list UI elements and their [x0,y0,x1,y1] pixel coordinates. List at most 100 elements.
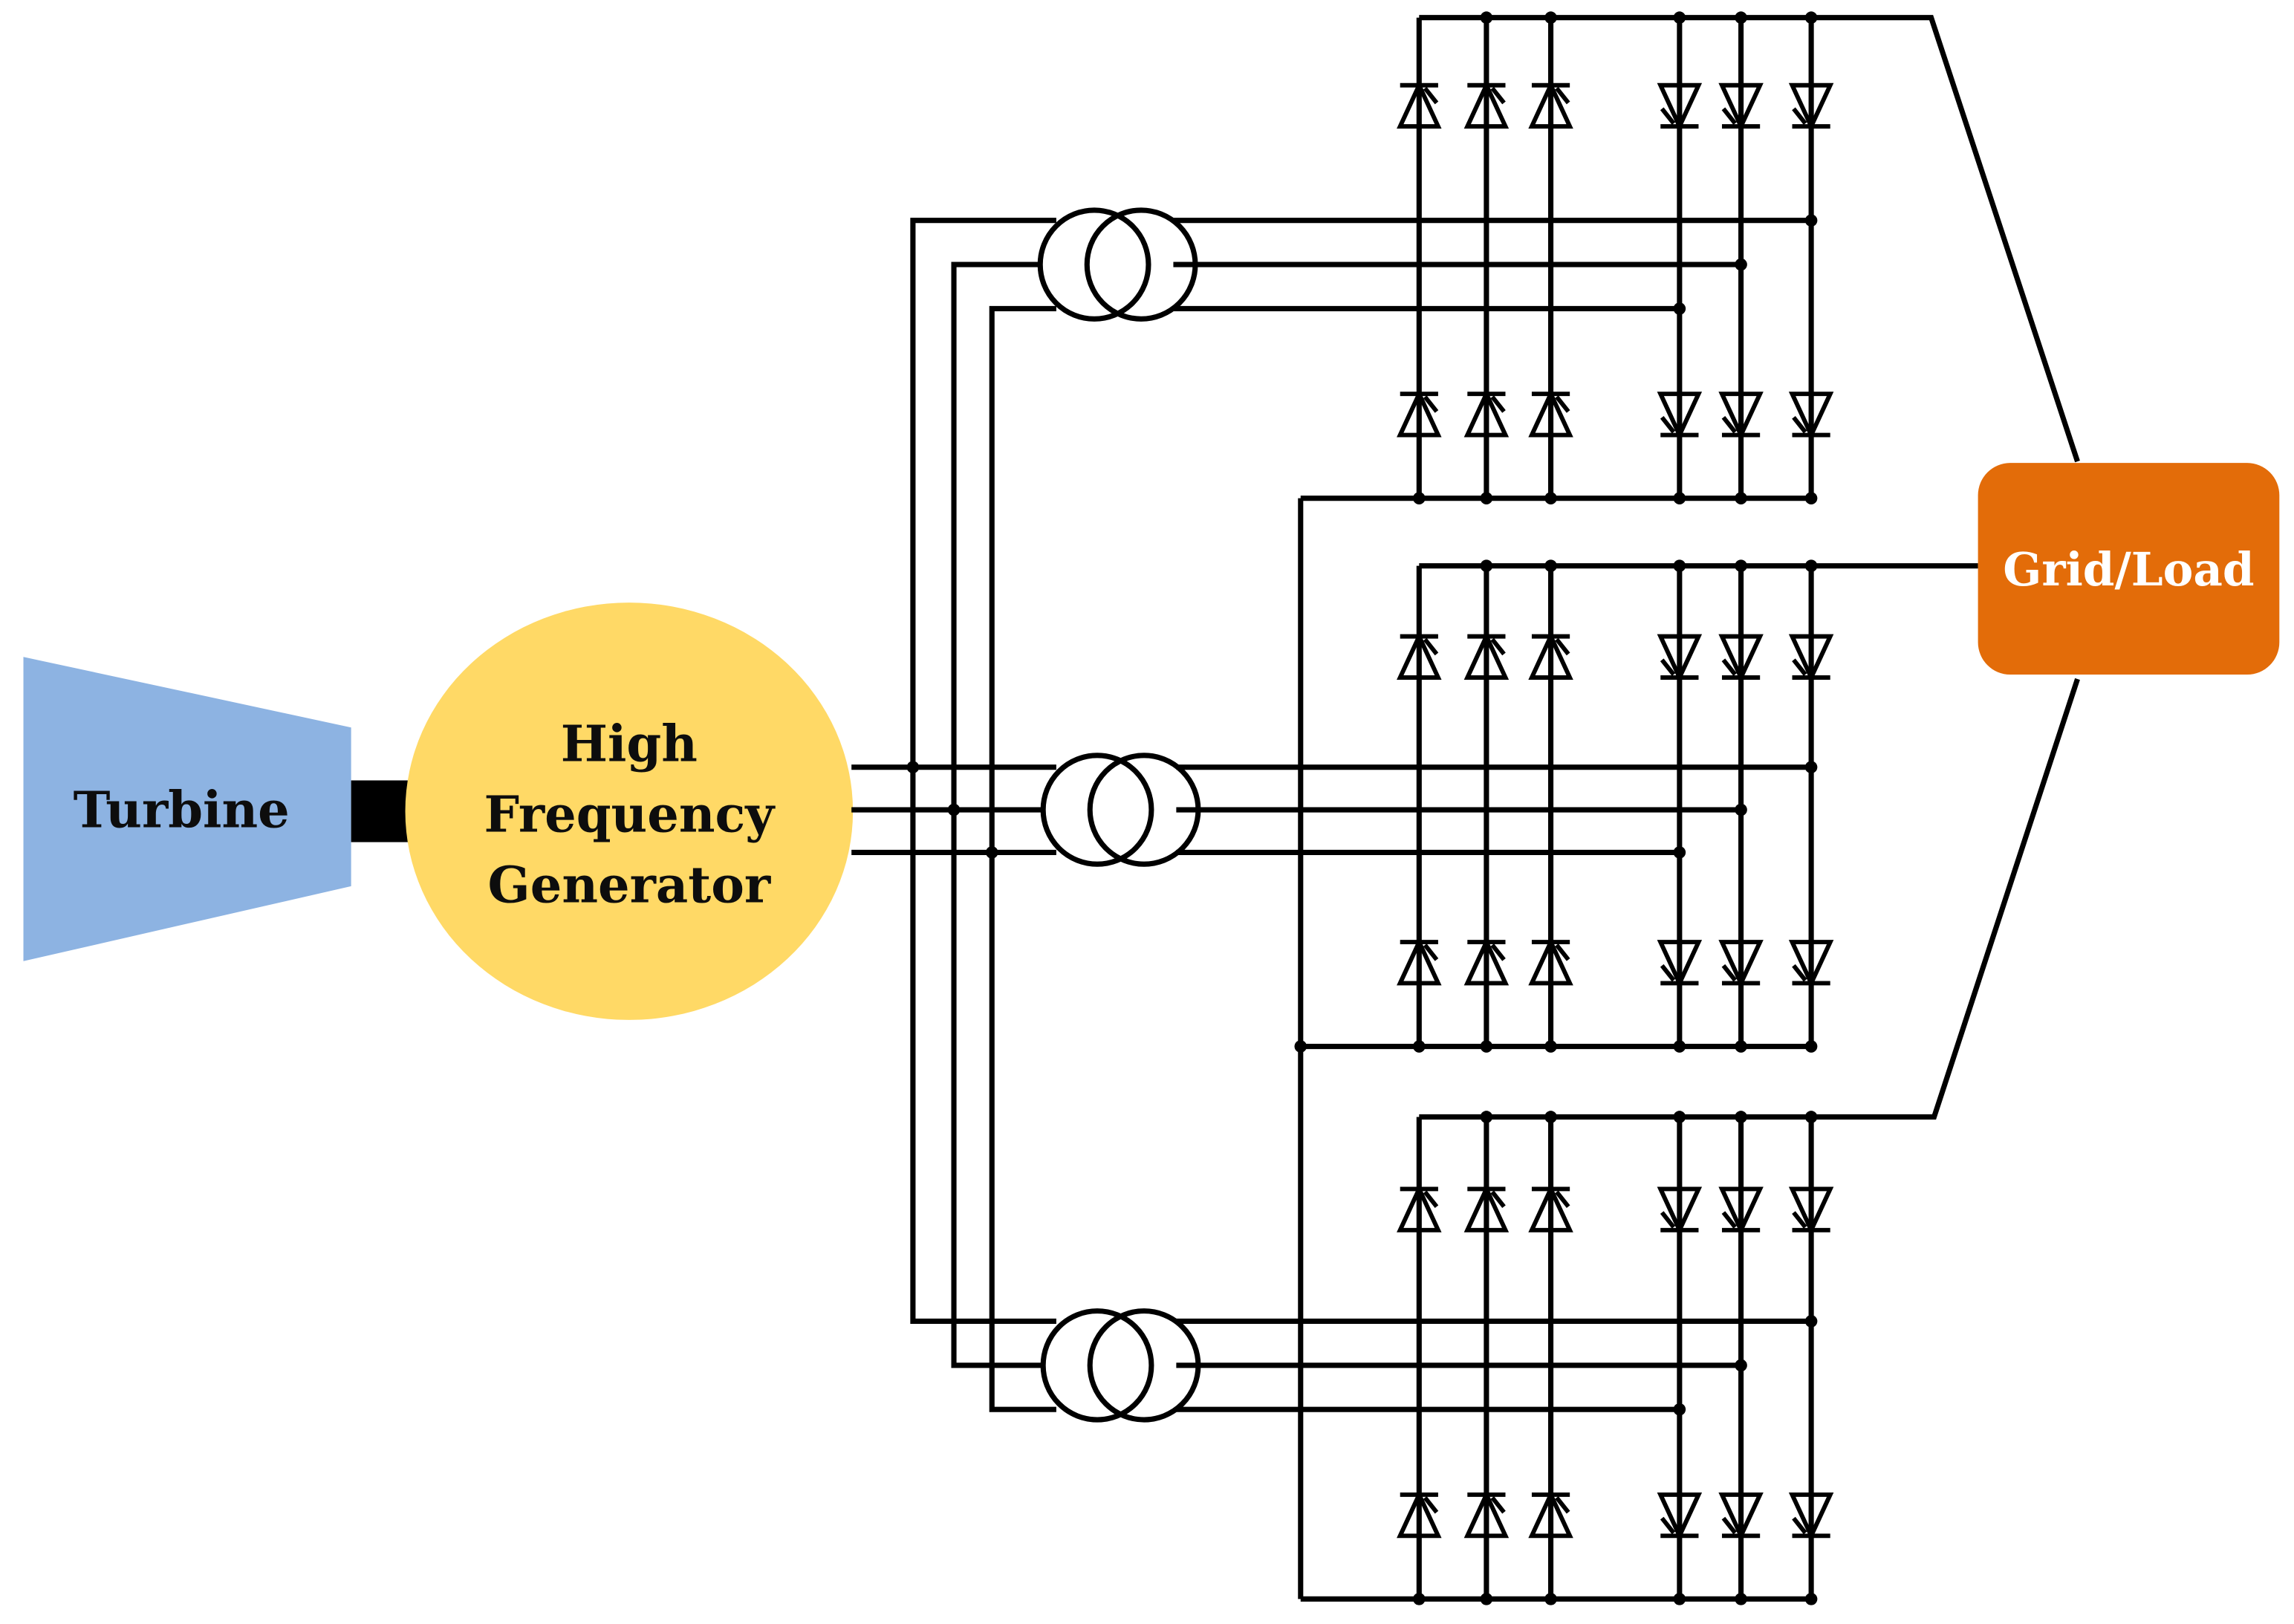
grid-load: Grid/Load [1978,463,2280,675]
bus-junction-dot [1544,1111,1557,1123]
ac-node-dot [1735,803,1747,816]
bus-junction-dot [1544,492,1557,504]
output-line-bottom [1810,678,2080,1120]
high-frequency-generator: High Frequency Generator [405,602,854,1020]
converter-module [1040,559,1834,1053]
bus-junction-dot [1804,1111,1818,1123]
thyristor-icon [1463,937,1510,986]
bus-junction-dot [1480,1593,1493,1605]
transformer-icon [1040,1308,1201,1423]
bus-junction-dot [1480,1040,1493,1053]
feed-phase-c-bottom [989,852,1056,1412]
thyristor-icon [1718,940,1764,989]
transformer-icon [1037,207,1198,322]
feed-phase-a [851,218,1056,770]
bus-junction-dot [1480,1111,1493,1123]
turbine: Turbine [23,657,351,961]
ac-node-dot [1804,761,1818,773]
transformer-icon [1040,753,1201,867]
thyristor-icon [1397,631,1442,680]
bus-junction-dot [1480,559,1493,572]
feed-phase-a-bottom [910,767,1056,1325]
thyristor-icon [1528,1183,1573,1232]
thyristor-icon [1718,1186,1764,1235]
thyristor-icon [1397,79,1442,129]
bus-junction-dot [1735,11,1747,25]
bus-junction-dot [1673,559,1686,572]
feed-phase-b-bottom [951,810,1056,1368]
thyristor-icon [1657,940,1703,989]
bus-junction-dot [1544,1593,1557,1605]
thyristor-icon [1463,79,1510,129]
generator-label-line-1: High [561,714,698,773]
bus-junction-dot [1480,492,1493,504]
junction-dot [906,761,920,773]
feed-phase-b [851,262,1056,813]
ac-node-dot [1735,258,1747,271]
bus-junction-dot [1735,559,1747,572]
generator-label-line-3: Generator [488,855,772,914]
converter-modules [906,11,1834,1605]
bus-junction-dot [1804,559,1818,572]
thyristor-icon [1657,1492,1703,1542]
bus-junction-dot [1735,492,1747,504]
bus-junction-dot [1480,11,1493,25]
bus-junction-dot [1735,1111,1747,1123]
thyristor-icon [1788,940,1834,989]
thyristor-icon [1528,937,1573,986]
thyristor-icon [1657,634,1703,683]
thyristor-icon [1788,392,1834,441]
thyristor-icon [1397,937,1442,986]
thyristor-icon [1788,1186,1834,1235]
ac-node-dot [1673,1403,1686,1416]
bus-junction-dot [1544,11,1557,25]
turbine-label: Turbine [74,780,290,839]
bus-junction-dot [1804,1040,1818,1053]
thyristor-icon [1718,82,1764,132]
junction-dot [947,803,961,816]
converter-module [1040,1111,1834,1605]
bus-junction-dot [1673,1593,1686,1605]
thyristor-icon [1657,82,1703,132]
thyristor-icon [1463,1183,1510,1232]
bus-junction-dot [1673,1111,1686,1123]
turbine-body [23,657,351,961]
thyristor-icon [1788,1492,1834,1542]
thyristor-icon [1657,392,1703,441]
junction-dots [906,761,1307,1053]
ac-node-dot [1804,214,1818,227]
thyristor-icon [1528,389,1573,438]
bus-junction-dot [1735,1593,1747,1605]
shaft [351,780,410,842]
converter-module [1037,11,1834,504]
bus-junction-dot [1413,1593,1426,1605]
thyristor-icon [1463,1489,1510,1539]
bus-junction-dot [1544,1040,1557,1053]
thyristor-icon [1463,631,1510,680]
ac-node-dot [1673,302,1686,315]
ac-node-dot [1735,1359,1747,1372]
bus-junction-dot [1673,492,1686,504]
thyristor-icon [1397,389,1442,438]
feed-phase-c [851,305,1056,855]
thyristor-icon [1718,634,1764,683]
bus-junction-dot [1544,559,1557,572]
bus-junction-dot [1413,1040,1426,1053]
thyristor-icon [1528,1489,1573,1539]
thyristor-icon [1718,392,1764,441]
bus-junction-dot [1413,492,1426,504]
thyristor-icon [1718,1492,1764,1542]
thyristor-icon [1528,631,1573,680]
thyristor-icon [1657,1186,1703,1235]
thyristor-icon [1463,389,1510,438]
bus-junction-dot [1673,1040,1686,1053]
generator-label-line-2: Frequency [484,785,776,843]
grid-load-label: Grid/Load [2003,544,2254,597]
bus-junction-dot [1804,11,1818,25]
ac-node-dot [1673,846,1686,859]
output-line-top [1810,15,2080,463]
thyristor-icon [1528,79,1573,129]
thyristor-icon [1397,1183,1442,1232]
thyristor-icon [1788,634,1834,683]
junction-dot [985,846,998,859]
